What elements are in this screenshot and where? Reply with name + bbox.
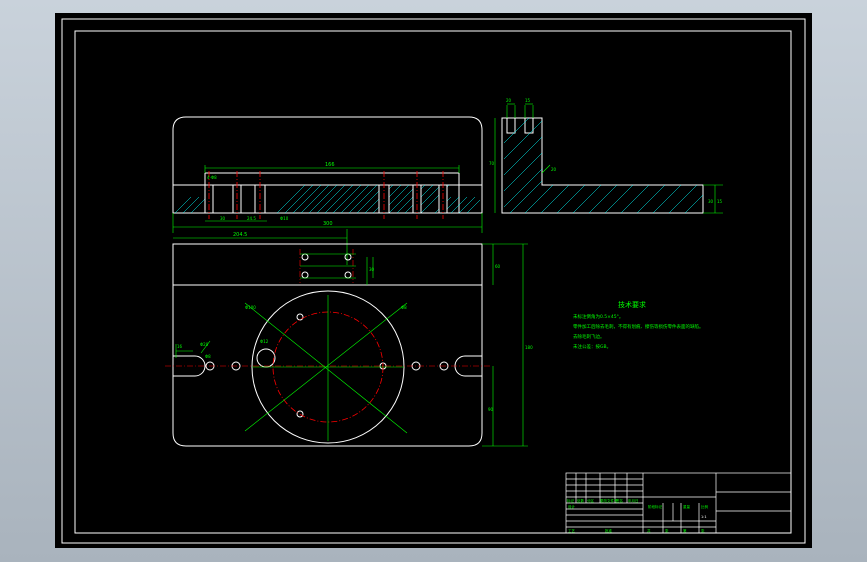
top-section-hatch: [174, 184, 481, 214]
tb-stage: 阶段标记: [648, 504, 662, 509]
title-block-labels: 标记 处数 分区 更改文件号 签名 年月日 设计 工艺 批准 阶段标记 重量 比…: [567, 498, 709, 533]
tb-mark: 标记: [567, 498, 575, 503]
dim-bolt-circle-b: Φ8: [401, 305, 407, 310]
dim-side-flange: 20: [551, 167, 557, 172]
tb-approve: 批准: [605, 528, 613, 533]
dim-top-hole: Φ10: [280, 216, 289, 221]
tb-weight: 重量: [683, 504, 691, 509]
dim-right-height2: 30: [369, 267, 375, 272]
tech-line-4: 未注公差：按GB。: [573, 343, 611, 350]
side-view-dimensions: [494, 103, 723, 214]
tech-requirements: 技术要求 未标注倒角为0.5×45°。 零件加工后除去毛刺，不得有划痕、擦伤等损…: [573, 300, 704, 350]
dim-side-thk-b: 15: [717, 199, 723, 204]
top-section-centerlines: [208, 171, 444, 219]
cad-viewport[interactable]: 166 4-Φ8 30 24.5 Φ10 300 204.5 20 15 70 …: [55, 13, 812, 548]
tb-design: 设计: [568, 504, 576, 509]
dim-right-height: 60: [495, 264, 501, 269]
dim-top-left2: 24.5: [247, 216, 256, 221]
tb-process: 工艺: [568, 528, 576, 533]
plan-view: [172, 243, 483, 447]
tb-sheet2: 张: [665, 528, 669, 533]
tech-line-1: 未标注倒角为0.5×45°。: [573, 313, 623, 320]
outer-frame: [61, 18, 806, 544]
tb-scale-value: 1:1: [701, 515, 707, 519]
tb-zone: 分区: [587, 498, 595, 503]
tech-title: 技术要求: [618, 300, 646, 309]
inner-frame: [74, 30, 792, 534]
tb-sign: 签名: [616, 498, 623, 503]
top-section-dimensions: [172, 165, 483, 265]
dim-total-width: 300: [323, 221, 333, 227]
tb-count: 处数: [577, 498, 585, 503]
tb-scale: 比例: [701, 504, 709, 509]
tech-line-2: 零件加工后除去毛刺，不得有划痕、擦伤等损伤零件表面的缺陷。: [573, 323, 704, 330]
dim-top-left: 30: [220, 216, 226, 221]
tech-line-3: 去除毛刺飞边。: [573, 333, 605, 340]
side-view: [501, 117, 704, 214]
tb-date: 年月日: [628, 498, 639, 503]
plan-centerlines: [165, 249, 490, 367]
dim-top-hole-left: 4-Φ8: [207, 175, 217, 180]
plan-construction-lines: [175, 243, 528, 447]
dim-plan-height: 180: [525, 345, 533, 350]
tb-of: 第: [683, 528, 687, 533]
dim-slot-a: Φ8: [205, 354, 211, 359]
tb-of2: 张: [701, 528, 705, 533]
dim-side-thk-a: 30: [708, 199, 714, 204]
dim-side-top-b: 15: [525, 98, 531, 103]
dim-top-width: 166: [325, 162, 335, 168]
tb-change-doc: 更改文件号: [600, 498, 618, 503]
dim-side-top-a: 20: [506, 98, 512, 103]
side-view-hatch: [503, 117, 704, 214]
dim-slot-b: Φ12: [260, 339, 269, 344]
dim-left-slot-w: 16: [177, 344, 183, 349]
dim-left-offset: 204.5: [233, 232, 247, 238]
title-block: [565, 472, 792, 534]
cad-drawing: 166 4-Φ8 30 24.5 Φ10 300 204.5 20 15 70 …: [61, 18, 806, 544]
dim-left-slot-h: Φ20: [200, 342, 209, 347]
dim-plan-lower: 90: [488, 407, 494, 412]
dim-bolt-circle-a: Φ100: [245, 305, 256, 310]
dim-side-height: 70: [489, 161, 495, 166]
tb-sheet: 共: [647, 528, 651, 533]
